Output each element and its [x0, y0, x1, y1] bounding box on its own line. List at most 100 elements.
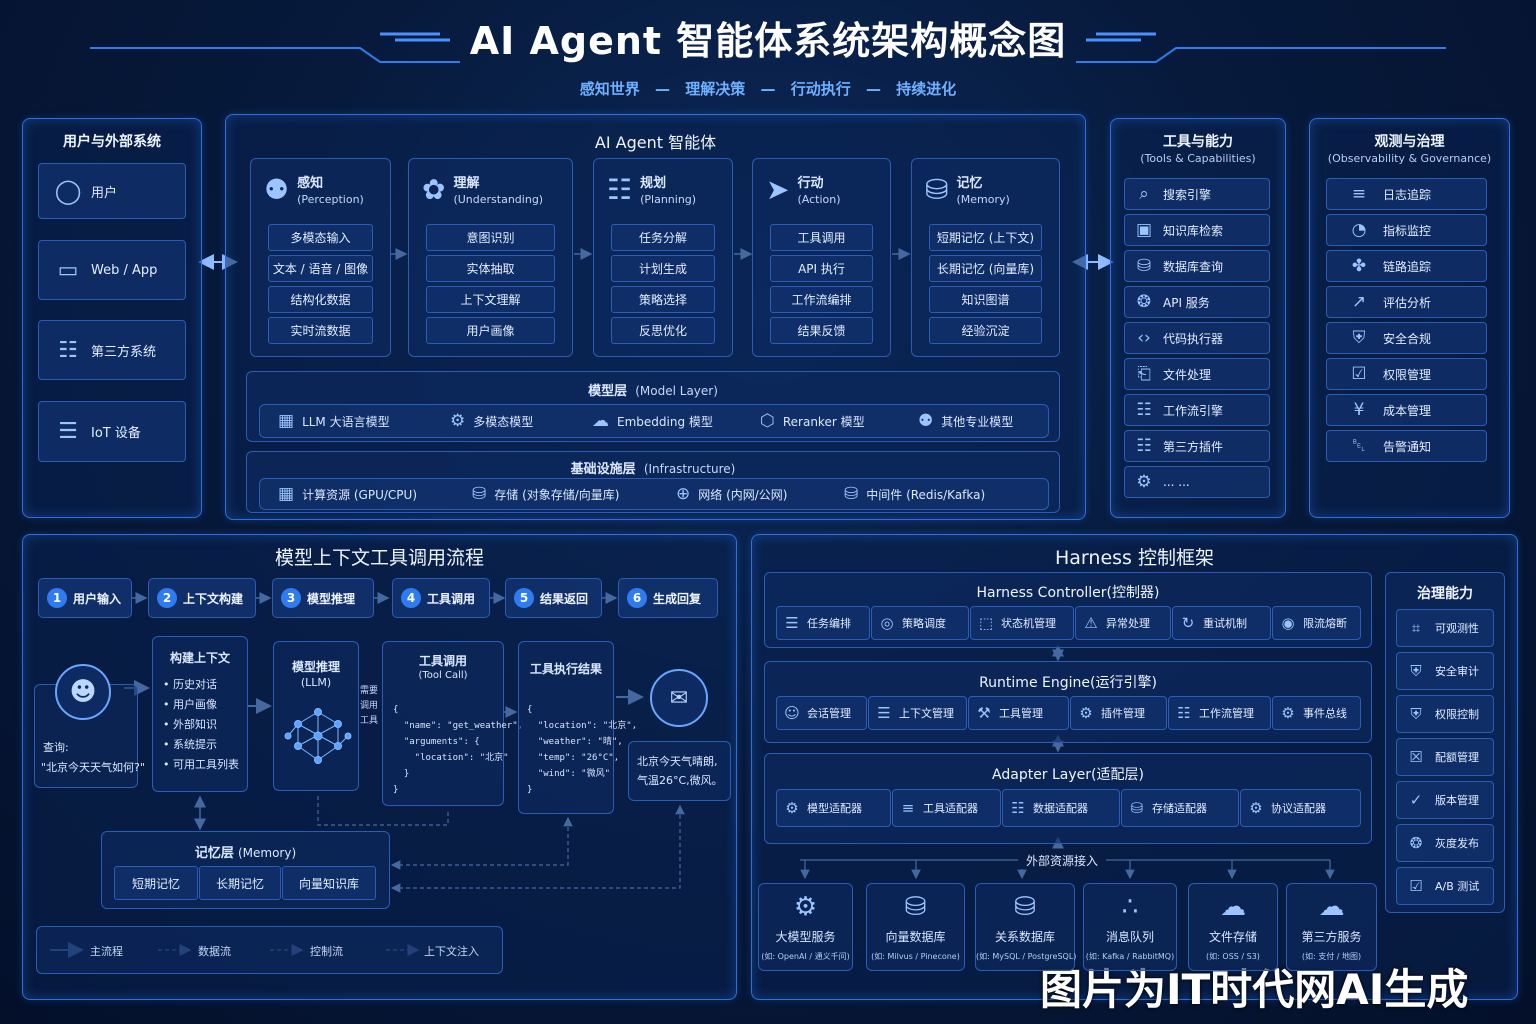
obs-item[interactable]: ↗评估分析 — [1326, 286, 1487, 318]
module-0-item[interactable]: 结构化数据 — [268, 286, 373, 313]
user-icon: ☺ — [784, 704, 800, 722]
harness-adapter-item[interactable]: ⚙协议适配器 — [1240, 789, 1361, 827]
module-4-item[interactable]: 知识图谱 — [929, 286, 1042, 313]
memory-short[interactable]: 短期记忆 — [114, 866, 198, 900]
memory-long[interactable]: 长期记忆 — [199, 866, 281, 900]
module-2-item[interactable]: 任务分解 — [611, 224, 715, 251]
external-item[interactable]: ☁第三方服务(如: 支付 / 地图) — [1286, 883, 1377, 971]
context-item: • 可用工具列表 — [163, 755, 239, 775]
infra-item[interactable]: ▦计算资源 (GPU/CPU) — [278, 484, 417, 504]
model-item[interactable]: ⚉其他专业模型 — [918, 411, 1013, 431]
obs-item[interactable]: ☑权限管理 — [1326, 358, 1487, 390]
model-item[interactable]: ⚙多模态模型 — [450, 411, 533, 431]
memory-vector[interactable]: 向量知识库 — [282, 866, 376, 900]
obs-item[interactable]: ✤链路追踪 — [1326, 250, 1487, 282]
user-card[interactable]: ◯用户 — [38, 163, 186, 219]
module-2-item[interactable]: 反思优化 — [611, 317, 715, 344]
web-app-card[interactable]: ▭Web / App — [38, 240, 186, 300]
external-item[interactable]: ⛁关系数据库(如: MySQL / PostgreSQL) — [975, 883, 1076, 971]
external-item[interactable]: ∴消息队列(如: Kafka / RabbitMQ) — [1083, 883, 1177, 971]
governance-item[interactable]: ✓版本管理 — [1396, 781, 1494, 819]
module-1-item[interactable]: 用户画像 — [426, 317, 555, 344]
external-item[interactable]: ⛁向量数据库(如: Milvus / Pinecone) — [866, 883, 965, 971]
model-item[interactable]: ▦LLM 大语言模型 — [278, 411, 390, 431]
module-1-item[interactable]: 上下文理解 — [426, 286, 555, 313]
infra-item[interactable]: ⊕网络 (内网/公网) — [676, 484, 787, 504]
need-tool-label: 需要调用工具 — [360, 686, 379, 726]
module-3-item[interactable]: 工具调用 — [770, 224, 873, 251]
tool-item[interactable]: ⌕搜索引擎 — [1124, 178, 1270, 210]
harness-runtime-item[interactable]: ☺会话管理 — [776, 696, 867, 730]
module-3-item[interactable]: API 执行 — [770, 255, 873, 282]
module-0-item[interactable]: 实时流数据 — [268, 317, 373, 344]
tool-item[interactable]: ❂API 服务 — [1124, 286, 1270, 318]
tool-item[interactable]: ‹›代码执行器 — [1124, 322, 1270, 354]
toolcall-subtitle: (Tool Call) — [418, 670, 468, 681]
external-item[interactable]: ☁文件存储(如: OSS / S3) — [1188, 883, 1278, 971]
third-party-card[interactable]: ☷第三方系统 — [38, 320, 186, 380]
infra-item[interactable]: ⛁中间件 (Redis/Kafka) — [844, 484, 985, 504]
obs-item[interactable]: ◔指标监控 — [1326, 214, 1487, 246]
obs-item[interactable]: ≡日志追踪 — [1326, 178, 1487, 210]
tool-item[interactable]: ⎗文件处理 — [1124, 358, 1270, 390]
tool-item[interactable]: ⚙... ... — [1124, 466, 1270, 498]
harness-runtime-item[interactable]: ☰上下文管理 — [868, 696, 967, 730]
harness-runtime-item[interactable]: ⚙事件总线 — [1272, 696, 1361, 730]
harness-controller-item[interactable]: ◉限流熔断 — [1272, 606, 1361, 640]
module-1-item[interactable]: 实体抽取 — [426, 255, 555, 282]
harness-adapter-item[interactable]: ☷数据适配器 — [1002, 789, 1120, 827]
harness-runtime-item[interactable]: ☷工作流管理 — [1168, 696, 1271, 730]
step-number: 5 — [514, 588, 534, 608]
governance-item[interactable]: ⌗可观测性 — [1396, 609, 1494, 647]
external-item[interactable]: ⚙大模型服务(如: OpenAI / 通义千问) — [758, 883, 853, 971]
tool-item[interactable]: ▣知识库检索 — [1124, 214, 1270, 246]
harness-runtime-item[interactable]: ⚒工具管理 — [968, 696, 1069, 730]
infra-item[interactable]: ⛁存储 (对象存储/向量库) — [472, 484, 619, 504]
harness-runtime-item[interactable]: ⚙插件管理 — [1070, 696, 1167, 730]
model-item[interactable]: ⬡Reranker 模型 — [760, 411, 865, 431]
harness-controller-item[interactable]: ◎策略调度 — [871, 606, 969, 640]
obs-item[interactable]: ¥成本管理 — [1326, 394, 1487, 426]
harness-controller-item[interactable]: ☰任务编排 — [776, 606, 870, 640]
governance-item[interactable]: ☑A/B 测试 — [1396, 867, 1494, 905]
harness-controller-item[interactable]: ⬚状态机管理 — [970, 606, 1074, 640]
module-1-item[interactable]: 意图识别 — [426, 224, 555, 251]
governance-item[interactable]: ❂灰度发布 — [1396, 824, 1494, 862]
governance-item[interactable]: ⛨安全审计 — [1396, 652, 1494, 690]
permission-icon: ☑ — [1351, 364, 1367, 384]
module-0-item[interactable]: 多模态输入 — [268, 224, 373, 251]
tool-item-label: 代码执行器 — [1163, 331, 1224, 346]
module-4-item[interactable]: 经验沉淀 — [929, 317, 1042, 344]
module-4-item[interactable]: 长期记忆 (向量库) — [929, 255, 1042, 282]
iot-card[interactable]: ☰IoT 设备 — [38, 401, 186, 462]
tool-item[interactable]: ☷第三方插件 — [1124, 430, 1270, 462]
tool-item[interactable]: ⛁数据库查询 — [1124, 250, 1270, 282]
obs-item[interactable]: ⛨安全合规 — [1326, 322, 1487, 354]
governance-item[interactable]: ☒配额管理 — [1396, 738, 1494, 776]
harness-adapter-item[interactable]: ⚙模型适配器 — [776, 789, 891, 827]
module-3-item[interactable]: 工作流编排 — [770, 286, 873, 313]
module-2-item[interactable]: 计划生成 — [611, 255, 715, 282]
model-item[interactable]: ☁Embedding 模型 — [592, 411, 713, 431]
harness-adapter-item[interactable]: ⛁存储适配器 — [1121, 789, 1239, 827]
governance-item[interactable]: ⛨权限控制 — [1396, 695, 1494, 733]
module-4-item[interactable]: 短期记忆 (上下文) — [929, 224, 1042, 251]
harness-controller-item[interactable]: ↻重试机制 — [1172, 606, 1271, 640]
user-icon: ☻ — [69, 677, 97, 707]
tool-item[interactable]: ☷工作流引擎 — [1124, 394, 1270, 426]
bullet: • — [163, 738, 173, 751]
harness-controller-item[interactable]: ⚠异常处理 — [1075, 606, 1171, 640]
module-0-item[interactable]: 文本 / 语音 / 图像 — [268, 255, 373, 282]
obs-item[interactable]: ␇告警通知 — [1326, 430, 1487, 462]
web-app-label: Web / App — [91, 262, 158, 278]
shield-icon: ⛨ — [1410, 662, 1422, 680]
module-2-item[interactable]: 策略选择 — [611, 286, 715, 313]
harness-adapter-item[interactable]: ≡工具适配器 — [892, 789, 1001, 827]
module-3-item[interactable]: 结果反馈 — [770, 317, 873, 344]
